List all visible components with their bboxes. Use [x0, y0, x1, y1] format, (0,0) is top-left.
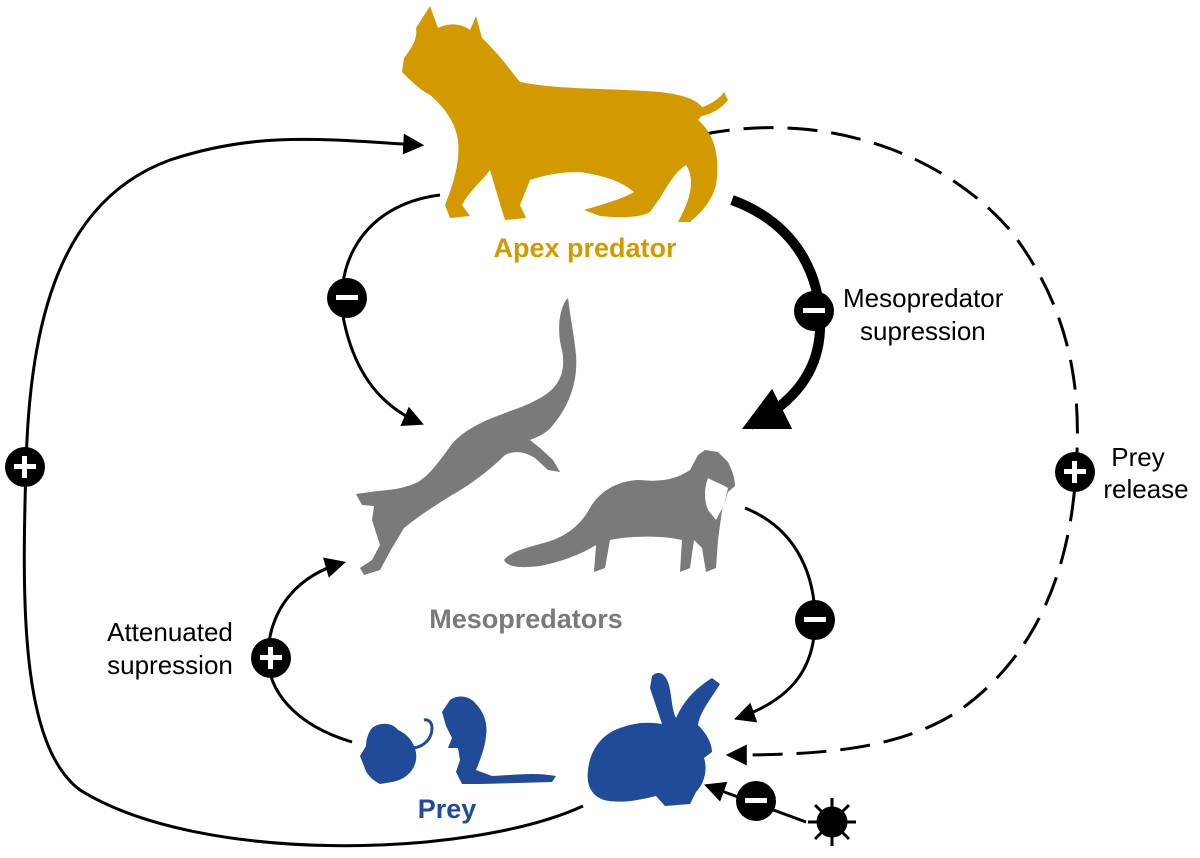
minus-sign-apex-left: [327, 278, 367, 318]
minus-sign-meso-suppression: [794, 291, 834, 331]
outer-left-arrow: [22, 133, 584, 848]
marten-icon: [504, 450, 735, 572]
lynx-icon: [402, 6, 728, 222]
meso-suppression-label-line1: Mesopredator: [843, 283, 1004, 313]
prey-release-label-line1: Prey: [1111, 442, 1164, 472]
jerboa-icon: [442, 696, 556, 784]
minus-sign-disease: [736, 781, 776, 821]
leaping-mesopredator-icon: [356, 298, 577, 575]
prey-release-label-line2: release: [1103, 474, 1188, 504]
minus-sign-meso-rabbit: [795, 600, 835, 640]
attenuated-label-line1: Attenuated: [107, 617, 233, 647]
plus-sign-attenuated: [251, 638, 291, 678]
prey-release-arrow: [699, 126, 1079, 766]
apex-predator-label: Apex predator: [493, 233, 677, 263]
mouse-icon: [360, 718, 434, 784]
mesopredators-label: Mesopredators: [429, 604, 623, 634]
plus-sign-outer-left: [5, 447, 45, 487]
meso-suppression-label-line2: supression: [860, 316, 986, 346]
prey-label: Prey: [418, 794, 477, 824]
virus-icon: [808, 798, 856, 846]
attenuated-label-line2: supression: [107, 650, 233, 680]
rabbit-icon: [587, 672, 720, 806]
apex-to-meso-left-arrow: [340, 193, 441, 426]
plus-sign-prey-release: [1055, 452, 1095, 492]
